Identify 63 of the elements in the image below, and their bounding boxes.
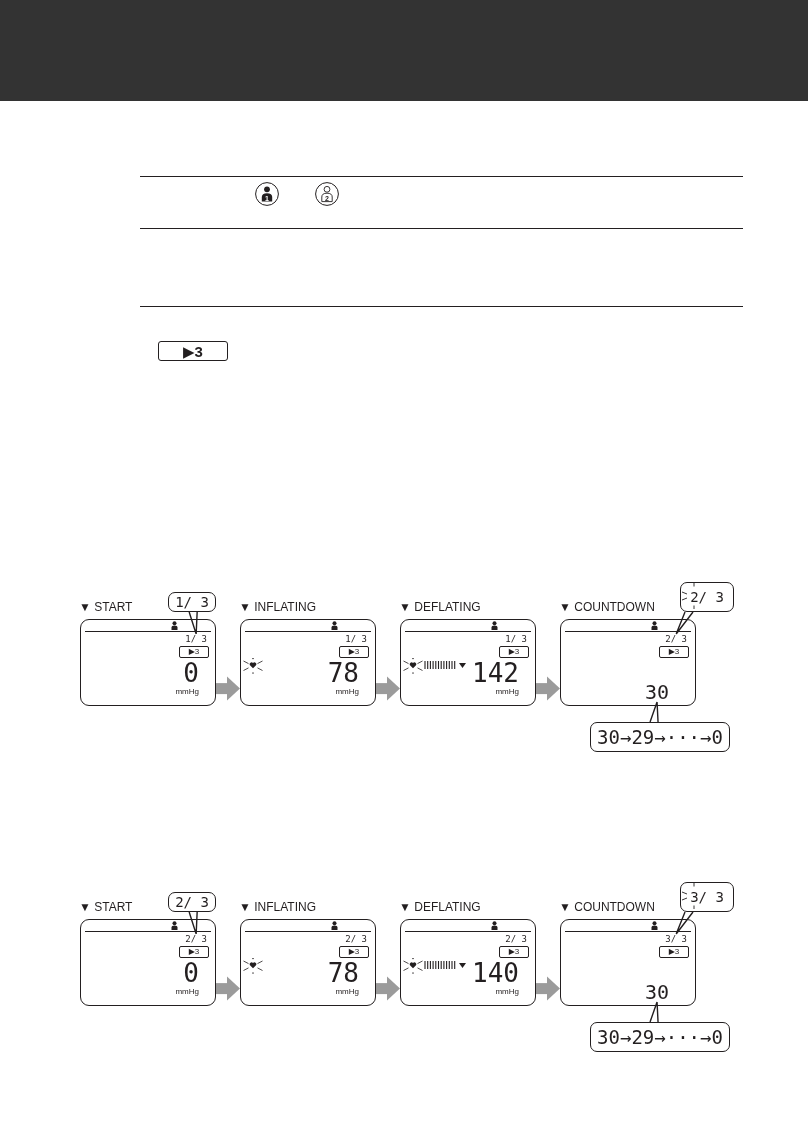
- mode-badge: ▶3: [179, 946, 209, 958]
- callout-text: 1/ 3: [175, 595, 209, 609]
- step-heading: ▼ COUNTDOWN: [559, 900, 655, 915]
- countdown-reading: 30: [645, 982, 670, 1002]
- callout-bubble: [168, 592, 216, 612]
- callout-bubble: [680, 882, 734, 912]
- countdown-callout: [590, 1022, 730, 1052]
- callout-text: 2/ 3: [690, 590, 724, 604]
- callout-pointer: [675, 611, 694, 635]
- callout-pointer: [649, 1001, 659, 1023]
- mode-badge: ▶3: [339, 646, 369, 658]
- flow-arrow: [216, 676, 240, 701]
- step-heading: ▼ DEFLATING: [399, 600, 481, 615]
- unit-label: mmHg: [495, 987, 519, 996]
- user-counter: 1/ 3: [505, 634, 527, 644]
- mode-badge: ▶3: [499, 646, 529, 658]
- mode-badge: ▶3: [179, 646, 209, 658]
- callout-pointer: [188, 611, 198, 635]
- unit-label: mmHg: [495, 687, 519, 696]
- unit-label: mmHg: [335, 687, 359, 696]
- user-counter: 2/ 3: [505, 934, 527, 944]
- mode-badge: ▶3: [659, 646, 689, 658]
- unit-label: mmHg: [335, 987, 359, 996]
- callout-pointer: [188, 911, 198, 935]
- callout-text: 3/ 3: [690, 890, 724, 904]
- user-counter: 2/ 3: [665, 634, 687, 644]
- callout-bubble: [168, 892, 216, 912]
- flow-arrow: [376, 976, 400, 1001]
- pressure-reading: 142: [472, 660, 519, 686]
- flow-arrow: [536, 976, 560, 1001]
- flow-arrow: [216, 976, 240, 1001]
- user-counter: 1/ 3: [345, 634, 367, 644]
- countdown-sequence: 30→29→···→0: [597, 1027, 723, 1047]
- step-heading: ▼ COUNTDOWN: [559, 600, 655, 615]
- step-heading: ▼ DEFLATING: [399, 900, 481, 915]
- pressure-reading: 78: [327, 660, 359, 686]
- step-heading: ▼ INFLATING: [239, 600, 316, 615]
- user-counter: 2/ 3: [345, 934, 367, 944]
- user-counter: 1/ 3: [185, 634, 207, 644]
- callout-bubble: [680, 582, 734, 612]
- callout-pointer: [649, 701, 659, 723]
- pressure-reading: 78: [327, 960, 359, 986]
- flow-arrow: [376, 676, 400, 701]
- flow-arrow: [536, 676, 560, 701]
- user-counter: 2/ 3: [185, 934, 207, 944]
- mode-badge: ▶3: [659, 946, 689, 958]
- countdown-reading: 30: [645, 682, 670, 702]
- countdown-sequence: 30→29→···→0: [597, 727, 723, 747]
- unit-label: mmHg: [175, 987, 199, 996]
- countdown-callout: [590, 722, 730, 752]
- mode-badge: ▶3: [158, 341, 228, 361]
- user-counter: 3/ 3: [665, 934, 687, 944]
- step-heading: ▼ START: [79, 900, 133, 915]
- pressure-reading: 0: [183, 660, 199, 686]
- pressure-reading: 140: [472, 960, 519, 986]
- callout-text: 2/ 3: [175, 895, 209, 909]
- mode-badge: ▶3: [499, 946, 529, 958]
- step-heading: ▼ START: [79, 600, 133, 615]
- callout-pointer: [675, 911, 694, 935]
- pressure-reading: 0: [183, 960, 199, 986]
- unit-label: mmHg: [175, 687, 199, 696]
- step-heading: ▼ INFLATING: [239, 900, 316, 915]
- mode-badge: ▶3: [339, 946, 369, 958]
